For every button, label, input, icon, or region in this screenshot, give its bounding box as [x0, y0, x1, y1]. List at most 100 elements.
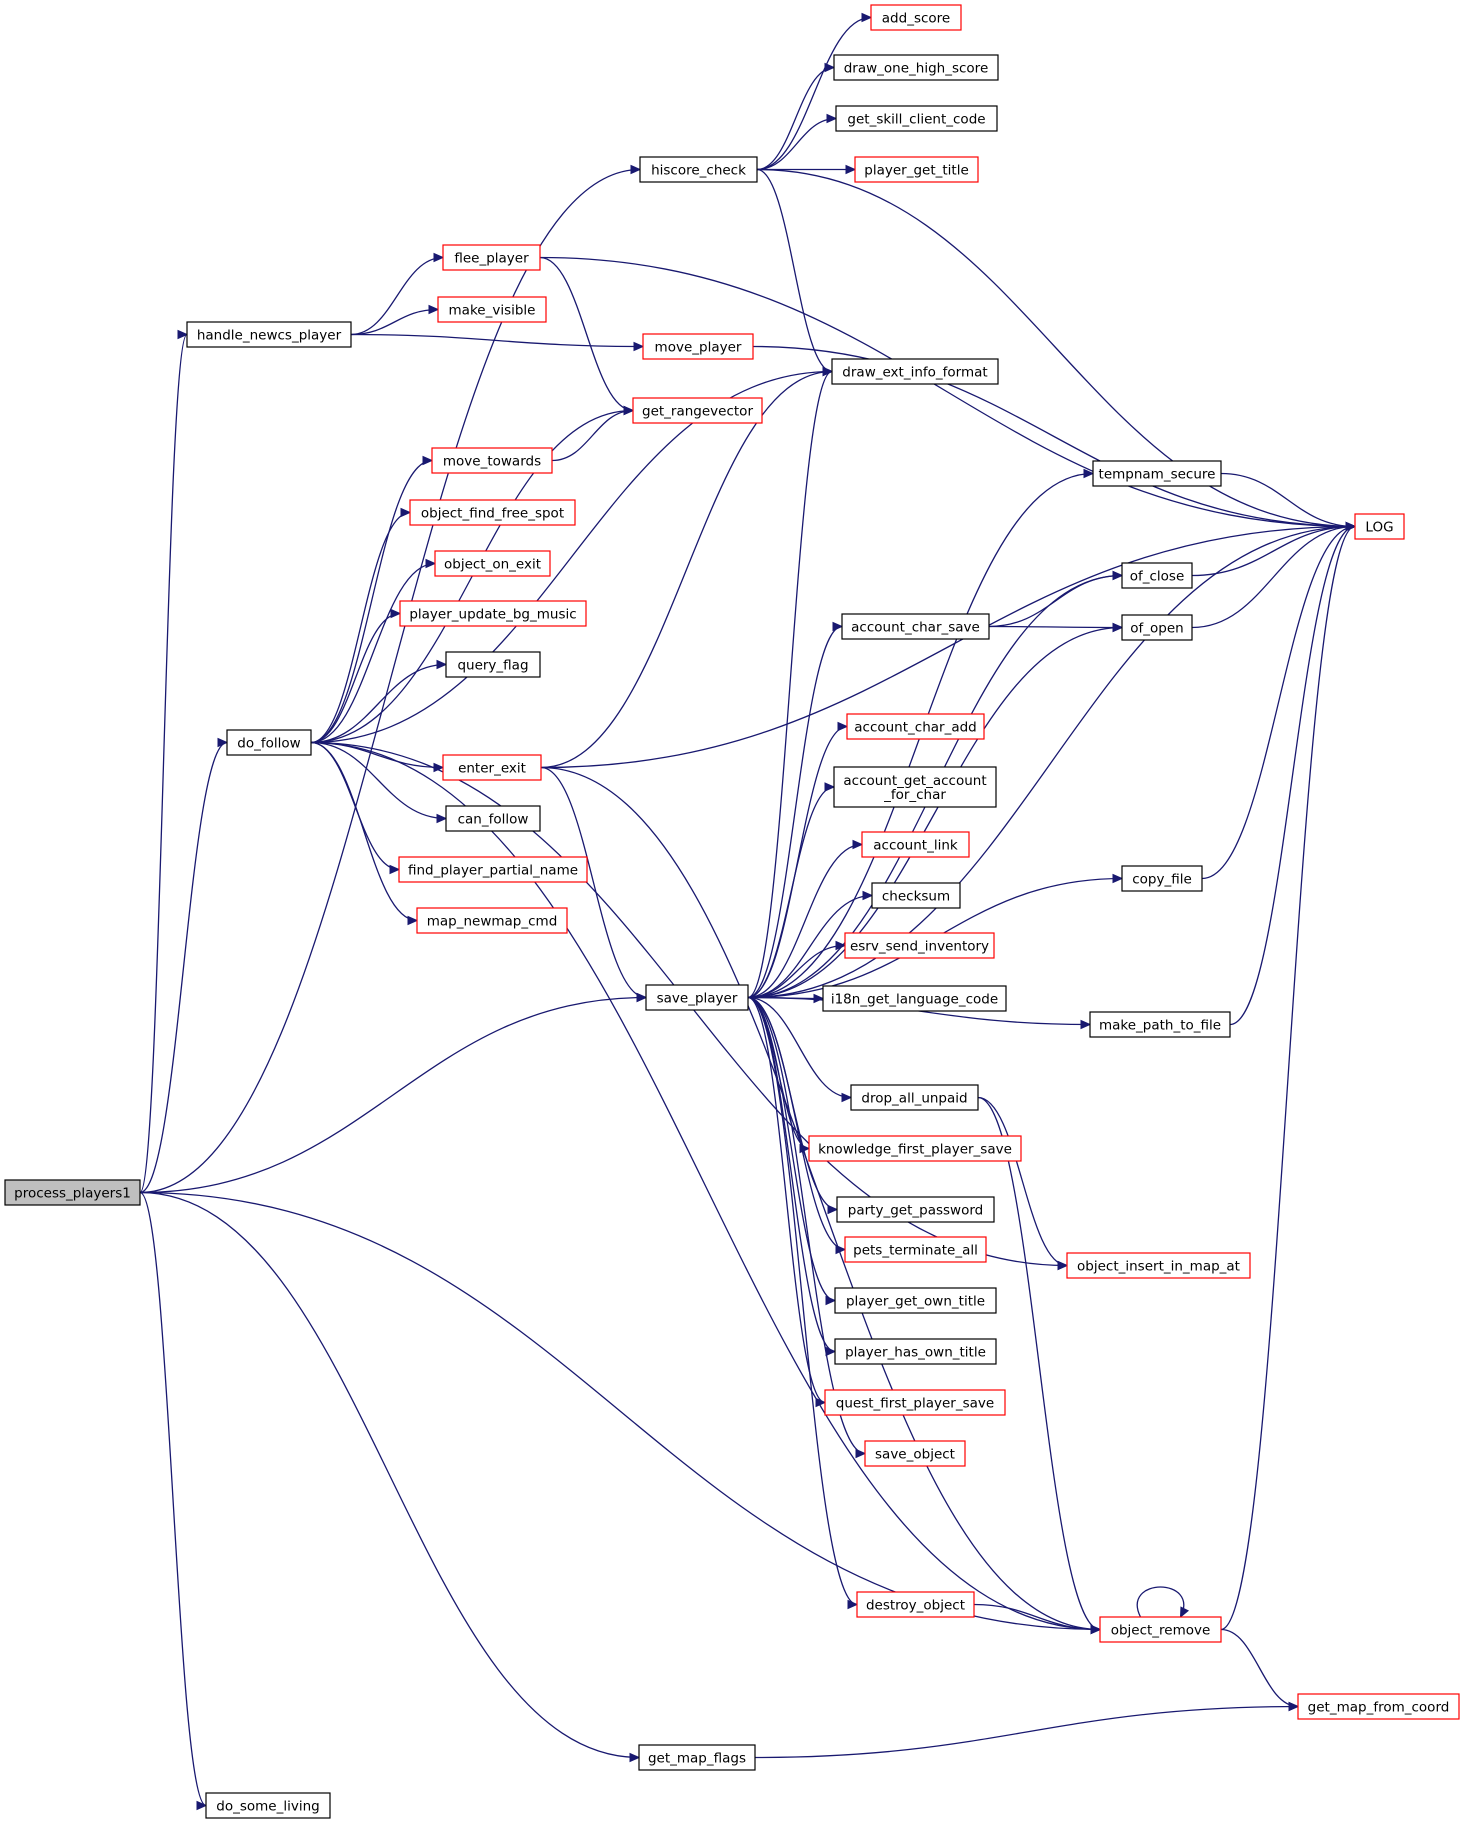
node-of_open[interactable]: of_open — [1121, 614, 1193, 641]
node-of_close[interactable]: of_close — [1121, 562, 1193, 589]
node-box[interactable] — [642, 333, 754, 360]
node-box[interactable] — [431, 447, 553, 474]
node-box[interactable] — [836, 1196, 995, 1223]
node-copy_file[interactable]: copy_file — [1121, 865, 1203, 892]
node-box[interactable] — [437, 296, 547, 323]
node-box[interactable] — [824, 1389, 1006, 1416]
node-query_flag[interactable]: query_flag — [445, 651, 541, 678]
node-player_has_own_title[interactable]: player_has_own_title — [834, 1338, 997, 1365]
node-process_players1[interactable]: process_players1 — [4, 1179, 141, 1206]
node-box[interactable] — [822, 985, 1007, 1012]
node-box[interactable] — [409, 499, 576, 526]
node-box[interactable] — [846, 713, 985, 740]
node-box[interactable] — [861, 831, 970, 858]
node-get_map_flags[interactable]: get_map_flags — [638, 1744, 756, 1771]
node-draw_ext_info_format[interactable]: draw_ext_info_format — [831, 358, 999, 385]
node-drop_all_unpaid[interactable]: drop_all_unpaid — [850, 1084, 979, 1111]
node-box[interactable] — [834, 1338, 997, 1365]
node-get_skill_client_code[interactable]: get_skill_client_code — [835, 105, 998, 132]
node-box[interactable] — [844, 1236, 987, 1263]
node-player_get_own_title[interactable]: player_get_own_title — [834, 1287, 997, 1314]
node-box[interactable] — [833, 54, 999, 81]
node-handle_newcs_player[interactable]: handle_newcs_player — [186, 321, 352, 348]
node-box[interactable] — [1121, 614, 1193, 641]
node-box[interactable] — [871, 882, 961, 909]
node-box[interactable] — [1121, 865, 1203, 892]
node-box[interactable] — [831, 358, 999, 385]
node-account_get_account_for_char[interactable]: account_get_account_for_char — [833, 766, 997, 808]
node-box[interactable] — [226, 729, 312, 756]
node-object_remove[interactable]: object_remove — [1099, 1616, 1222, 1643]
node-box[interactable] — [638, 1744, 756, 1771]
node-box[interactable] — [399, 600, 587, 627]
node-object_find_free_spot[interactable]: object_find_free_spot — [409, 499, 576, 526]
node-box[interactable] — [639, 156, 758, 183]
node-box[interactable] — [856, 1591, 975, 1618]
node-i18n_get_language_code[interactable]: i18n_get_language_code — [822, 985, 1007, 1012]
node-player_update_bg_music[interactable]: player_update_bg_music — [399, 600, 587, 627]
node-get_rangevector[interactable]: get_rangevector — [632, 397, 763, 424]
node-do_some_living[interactable]: do_some_living — [205, 1792, 331, 1819]
node-knowledge_first_player_save[interactable]: knowledge_first_player_save — [808, 1135, 1022, 1162]
node-account_link[interactable]: account_link — [861, 831, 970, 858]
node-save_player[interactable]: save_player — [645, 984, 749, 1011]
node-flee_player[interactable]: flee_player — [442, 244, 541, 271]
node-account_char_add[interactable]: account_char_add — [846, 713, 985, 740]
node-box[interactable] — [1297, 1693, 1460, 1720]
node-box[interactable] — [850, 1084, 979, 1111]
node-box[interactable] — [1066, 1252, 1251, 1279]
node-move_player[interactable]: move_player — [642, 333, 754, 360]
node-hiscore_check[interactable]: hiscore_check — [639, 156, 758, 183]
node-box[interactable] — [841, 613, 990, 640]
node-make_path_to_file[interactable]: make_path_to_file — [1089, 1011, 1231, 1038]
node-box[interactable] — [833, 766, 997, 808]
node-do_follow[interactable]: do_follow — [226, 729, 312, 756]
node-box[interactable] — [445, 805, 541, 832]
node-box[interactable] — [808, 1135, 1022, 1162]
node-account_char_save[interactable]: account_char_save — [841, 613, 990, 640]
node-box[interactable] — [1354, 513, 1405, 540]
node-box[interactable] — [844, 932, 995, 959]
node-box[interactable] — [1121, 562, 1193, 589]
node-object_insert_in_map_at[interactable]: object_insert_in_map_at — [1066, 1252, 1251, 1279]
node-box[interactable] — [445, 651, 541, 678]
node-box[interactable] — [398, 856, 588, 883]
node-destroy_object[interactable]: destroy_object — [856, 1591, 975, 1618]
node-box[interactable] — [205, 1792, 331, 1819]
node-checksum[interactable]: checksum — [871, 882, 961, 909]
node-box[interactable] — [186, 321, 352, 348]
node-box[interactable] — [870, 4, 962, 31]
node-map_newmap_cmd[interactable]: map_newmap_cmd — [416, 907, 568, 934]
node-box[interactable] — [4, 1179, 141, 1206]
node-make_visible[interactable]: make_visible — [437, 296, 547, 323]
node-enter_exit[interactable]: enter_exit — [442, 754, 542, 781]
node-box[interactable] — [632, 397, 763, 424]
node-box[interactable] — [834, 1287, 997, 1314]
node-box[interactable] — [854, 156, 979, 183]
node-player_get_title[interactable]: player_get_title — [854, 156, 979, 183]
node-draw_one_high_score[interactable]: draw_one_high_score — [833, 54, 999, 81]
node-box[interactable] — [645, 984, 749, 1011]
node-box[interactable] — [835, 105, 998, 132]
node-box[interactable] — [1092, 460, 1222, 487]
node-box[interactable] — [1099, 1616, 1222, 1643]
node-object_on_exit[interactable]: object_on_exit — [434, 550, 551, 577]
node-box[interactable] — [864, 1440, 966, 1467]
node-move_towards[interactable]: move_towards — [431, 447, 553, 474]
node-find_player_partial_name[interactable]: find_player_partial_name — [398, 856, 588, 883]
node-add_score[interactable]: add_score — [870, 4, 962, 31]
node-LOG[interactable]: LOG — [1354, 513, 1405, 540]
node-tempnam_secure[interactable]: tempnam_secure — [1092, 460, 1222, 487]
node-box[interactable] — [442, 244, 541, 271]
node-box[interactable] — [416, 907, 568, 934]
node-get_map_from_coord[interactable]: get_map_from_coord — [1297, 1693, 1460, 1720]
node-box[interactable] — [434, 550, 551, 577]
node-quest_first_player_save[interactable]: quest_first_player_save — [824, 1389, 1006, 1416]
node-can_follow[interactable]: can_follow — [445, 805, 541, 832]
node-party_get_password[interactable]: party_get_password — [836, 1196, 995, 1223]
node-save_object[interactable]: save_object — [864, 1440, 966, 1467]
node-box[interactable] — [442, 754, 542, 781]
node-box[interactable] — [1089, 1011, 1231, 1038]
node-pets_terminate_all[interactable]: pets_terminate_all — [844, 1236, 987, 1263]
node-esrv_send_inventory[interactable]: esrv_send_inventory — [844, 932, 995, 959]
